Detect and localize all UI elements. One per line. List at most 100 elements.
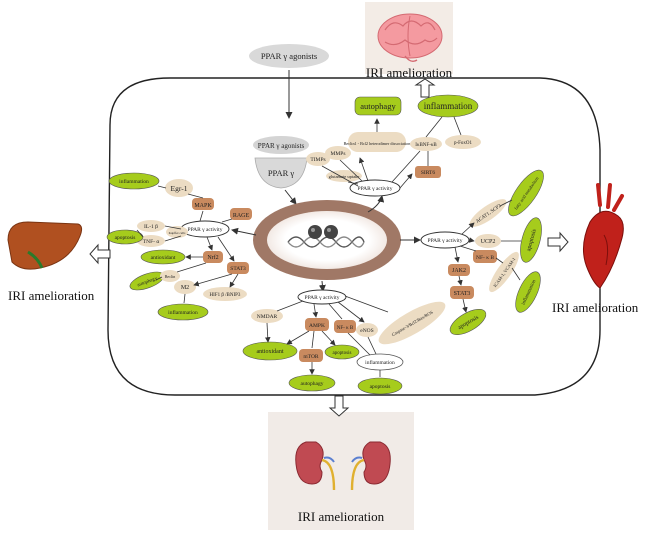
bottom-autophagy bbox=[288, 374, 336, 392]
right-inflammation bbox=[515, 271, 541, 313]
left-tnf bbox=[137, 235, 165, 247]
right-apoptosis1-label: apoptosis bbox=[526, 228, 538, 252]
top-pfox-label: p-FoxO1 bbox=[454, 141, 473, 146]
top-pfox bbox=[445, 135, 481, 149]
left-antioxidant bbox=[140, 249, 186, 265]
top-autophagy-label: autophagy bbox=[360, 101, 396, 111]
top-mmps-label: MMPs bbox=[331, 151, 346, 157]
bottom-ampk-label: AMPK bbox=[309, 323, 325, 329]
left-egr bbox=[165, 179, 193, 197]
top-sirt-label: SIRT6 bbox=[421, 170, 436, 176]
left-stat3-label: STAT3 bbox=[230, 266, 246, 272]
receptor-shape bbox=[254, 157, 308, 189]
top-beclin-label: Beclin1 - Bcl2 heterodimer dissociation bbox=[344, 141, 412, 146]
agonists-inside-node bbox=[253, 136, 309, 154]
top-mmps bbox=[325, 146, 351, 160]
right-icam bbox=[489, 251, 519, 293]
brain-outcome-label: IRI amelioration bbox=[366, 65, 453, 80]
left-kc bbox=[166, 226, 188, 238]
bottom-ampk bbox=[305, 318, 329, 331]
left-tnf-label: TNF- α bbox=[143, 239, 160, 245]
left-inflammation2-label: inflammation bbox=[168, 309, 198, 316]
right-fa bbox=[508, 169, 544, 217]
left-autophagy-label: autophagy bbox=[137, 276, 159, 288]
top-inflammation-label: inflammation bbox=[424, 101, 473, 111]
bottom-apoptosis bbox=[324, 344, 360, 360]
kidney-icon bbox=[295, 441, 391, 491]
bottom-antioxidant-label: antioxidant bbox=[257, 349, 284, 355]
bottom-nfkb-label: NF- κ B bbox=[337, 326, 354, 331]
bottom-nfkb bbox=[334, 320, 356, 333]
kidney-arrow bbox=[328, 395, 350, 417]
nucleus-to-top-hub bbox=[367, 195, 385, 213]
right-acat bbox=[469, 199, 507, 227]
left-nrf2-label: Nrf2 bbox=[207, 254, 218, 261]
right-stat3 bbox=[450, 286, 474, 299]
left-rage bbox=[230, 208, 252, 220]
nucleus-to-left-hub bbox=[231, 227, 257, 236]
bottom-apoptosis-label: apoptosis bbox=[333, 351, 352, 356]
bottom-apoptosis2 bbox=[357, 377, 403, 395]
left-inflammation2 bbox=[157, 303, 209, 321]
top-timps-label: TIMPs bbox=[310, 157, 325, 163]
left-il1b bbox=[137, 220, 165, 232]
brain-icon bbox=[377, 13, 443, 63]
left-nrf2 bbox=[203, 251, 223, 263]
bottom-enos-label: eNOS bbox=[360, 328, 373, 334]
liver-icon bbox=[7, 221, 83, 270]
left-connectors bbox=[136, 185, 239, 304]
agonists-outside-label: PPAR γ agonists bbox=[261, 51, 317, 61]
kidney-outcome-label: IRI amelioration bbox=[298, 509, 385, 524]
top-ikk bbox=[410, 137, 442, 151]
bottom-autophagy-label: autophagy bbox=[301, 381, 324, 387]
top-inflammation bbox=[417, 94, 479, 118]
top-hub-label: PPAR γ activity bbox=[358, 186, 393, 192]
left-inflammation bbox=[108, 172, 160, 190]
bottom-nmdar-label: NMDAR bbox=[257, 314, 278, 320]
top-sirt bbox=[415, 166, 441, 178]
bottom-hub-label: PPAR γ activity bbox=[305, 295, 340, 301]
left-kc-label: Kupffer cells bbox=[169, 231, 186, 235]
left-stat3 bbox=[227, 262, 249, 274]
right-jak2 bbox=[448, 264, 470, 276]
bottom-hub bbox=[297, 289, 347, 305]
right-apoptosis1 bbox=[520, 217, 542, 263]
liver-outcome-label: IRI amelioration bbox=[8, 288, 95, 303]
bottom-enos bbox=[356, 323, 378, 337]
heart-icon bbox=[583, 183, 624, 289]
brain-arrow bbox=[414, 78, 436, 98]
bottom-longtext bbox=[378, 301, 446, 345]
bottom-connectors bbox=[264, 295, 389, 377]
nucleus-core bbox=[267, 211, 387, 269]
top-autophagy bbox=[354, 96, 402, 116]
kidney-panel bbox=[268, 412, 414, 530]
right-ucp2 bbox=[475, 234, 501, 248]
top-connectors bbox=[321, 116, 462, 189]
dna-icon bbox=[287, 225, 365, 248]
top-beclin bbox=[348, 132, 406, 152]
left-hif bbox=[203, 287, 247, 301]
right-connectors bbox=[454, 199, 521, 313]
right-hub-label: PPAR γ activity bbox=[428, 238, 463, 244]
left-mapk bbox=[192, 198, 214, 210]
left-egr-label: Egr-1 bbox=[171, 184, 188, 193]
left-beclin-label: Beclin bbox=[165, 274, 175, 279]
bottom-apoptosis2-label: apoptosis bbox=[370, 384, 391, 390]
left-m2-label: M2 bbox=[181, 285, 189, 291]
right-nfkb-label: NF- κ B bbox=[476, 255, 494, 261]
left-inflammation-label: inflammation bbox=[119, 178, 149, 185]
receptor-to-nucleus-arrow bbox=[284, 189, 297, 205]
bottom-mtor-label: mTOR bbox=[303, 354, 319, 360]
receptor-label: PPAR γ bbox=[268, 168, 295, 178]
agonists-inside-label: PPAR γ agonists bbox=[258, 142, 305, 150]
heart-arrow bbox=[547, 231, 569, 253]
left-mapk-label: MAPK bbox=[194, 203, 212, 209]
bottom-nmdar bbox=[251, 309, 283, 323]
left-beclin bbox=[160, 270, 180, 282]
right-apoptosis2 bbox=[449, 309, 487, 335]
bottom-mtor bbox=[299, 349, 323, 362]
heart-outcome-label: IRI amelioration bbox=[552, 300, 639, 315]
left-antioxidant-label: antioxidant bbox=[151, 255, 176, 261]
